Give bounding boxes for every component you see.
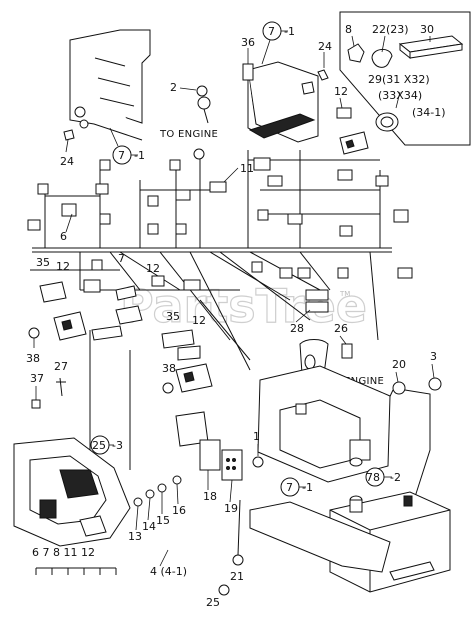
to-engine-label-top: TO ENGINE xyxy=(159,129,218,140)
callout-33-34: (33X34) xyxy=(378,89,422,102)
bottom-frame: 7 -1 xyxy=(249,477,391,573)
callout-38-a: 38 xyxy=(26,352,40,365)
callout-24-left: 24 xyxy=(60,155,74,168)
callout-15: 15 xyxy=(156,514,170,527)
bolt-26 xyxy=(341,343,353,359)
battery-tray xyxy=(257,365,391,483)
callout-25-3: 25 -3 xyxy=(90,435,123,455)
engine-block xyxy=(13,437,131,547)
svg-text:-1: -1 xyxy=(284,25,295,38)
svg-text:-2: -2 xyxy=(390,471,401,484)
callout-7-1-left: 7 -1 xyxy=(109,127,145,165)
left-bracket-assembly: 24 xyxy=(60,29,151,168)
svg-text:-1: -1 xyxy=(302,481,313,494)
callout-3: 3 xyxy=(430,350,437,363)
callout-36: 36 xyxy=(241,36,255,49)
callout-30: 30 xyxy=(420,23,434,36)
callout-12-top: 12 xyxy=(334,85,348,98)
regulator-18 xyxy=(199,439,221,471)
callout-34-1: (34-1) xyxy=(412,106,446,119)
part-36 xyxy=(242,63,254,81)
callout-7-mid: 7 xyxy=(118,252,125,265)
bolt-24-left xyxy=(63,129,75,141)
callout-19: 19 xyxy=(224,502,238,515)
center-modules: 35 12 38 xyxy=(161,310,213,394)
callout-8: 8 xyxy=(345,23,352,36)
callout-20: 20 xyxy=(392,358,406,371)
callout-1: 1 xyxy=(253,430,260,443)
screws-left: 27 37 xyxy=(30,360,68,409)
top-engine-connection: 2 TO ENGINE xyxy=(159,81,218,140)
ring-terminal-top xyxy=(197,96,211,110)
fuse-block-19 xyxy=(221,449,243,481)
callout-14: 14 xyxy=(142,520,156,533)
callout-25-bottom: 25 xyxy=(206,596,220,609)
svg-text:-1: -1 xyxy=(134,149,145,162)
callout-6-mid: 6 xyxy=(60,230,67,243)
callout-27: 27 xyxy=(54,360,68,373)
callout-18: 18 xyxy=(203,490,217,503)
callout-21: 21 xyxy=(230,570,244,583)
callout-4: 4 (4-1) xyxy=(150,565,187,578)
svg-text:7: 7 xyxy=(268,25,275,38)
callout-24-top: 24 xyxy=(318,40,332,53)
clip-part-8 xyxy=(347,43,365,63)
module-12-top: 12 xyxy=(334,85,369,155)
svg-text:78: 78 xyxy=(366,471,380,484)
callout-16: 16 xyxy=(172,504,186,517)
callout-12-b: 12 xyxy=(146,262,160,275)
callout-29: 29(31 X32) xyxy=(368,73,430,86)
callout-26: 26 xyxy=(334,322,348,335)
watermark: PartsTree xyxy=(120,279,367,333)
callout-38-b: 38 xyxy=(162,362,176,375)
bolt-24-top xyxy=(317,69,329,81)
callout-12-a: 12 xyxy=(56,260,70,273)
callout-78-2: 78 -2 xyxy=(365,467,401,487)
callout-22-23: 22(23) xyxy=(372,23,409,36)
svg-text:7: 7 xyxy=(118,149,125,162)
callout-2: 2 xyxy=(170,81,177,94)
right-bracket-assembly: 36 24 xyxy=(241,36,332,143)
callout-11: 11 xyxy=(240,162,254,175)
callout-28: 28 xyxy=(290,322,304,335)
bottom-list: 6 7 8 11 12 xyxy=(32,546,117,575)
svg-text:-3: -3 xyxy=(112,439,123,452)
regulator-group: 18 19 1 xyxy=(175,411,264,515)
bottom-terminals: 21 25 xyxy=(206,499,244,609)
callout-7-1-top: 7 -1 xyxy=(261,21,295,65)
inset-border xyxy=(339,11,471,146)
callout-12-c: 12 xyxy=(192,314,206,327)
bottom-callout-list: 6 7 8 11 12 xyxy=(32,546,95,559)
trademark: TM xyxy=(339,290,350,298)
harness-connectors xyxy=(27,148,413,313)
small-parts-13-16: 13 14 15 16 xyxy=(128,475,186,543)
callout-13: 13 xyxy=(128,530,142,543)
left-mid-modules: 35 12 38 7 12 xyxy=(26,252,160,365)
inset-box: 8 22(23) 30 29(31 X32) (33X34) (34-1) xyxy=(339,11,471,146)
nut-part-2 xyxy=(196,85,208,97)
callout-37: 37 xyxy=(30,372,44,385)
svg-text:25: 25 xyxy=(92,439,106,452)
clip-part-22 xyxy=(371,49,393,68)
main-harness xyxy=(30,150,392,470)
bracket-insulator xyxy=(248,113,316,139)
callout-35-a: 35 xyxy=(36,256,50,269)
svg-text:7: 7 xyxy=(286,481,293,494)
callout-35-b: 35 xyxy=(166,310,180,323)
